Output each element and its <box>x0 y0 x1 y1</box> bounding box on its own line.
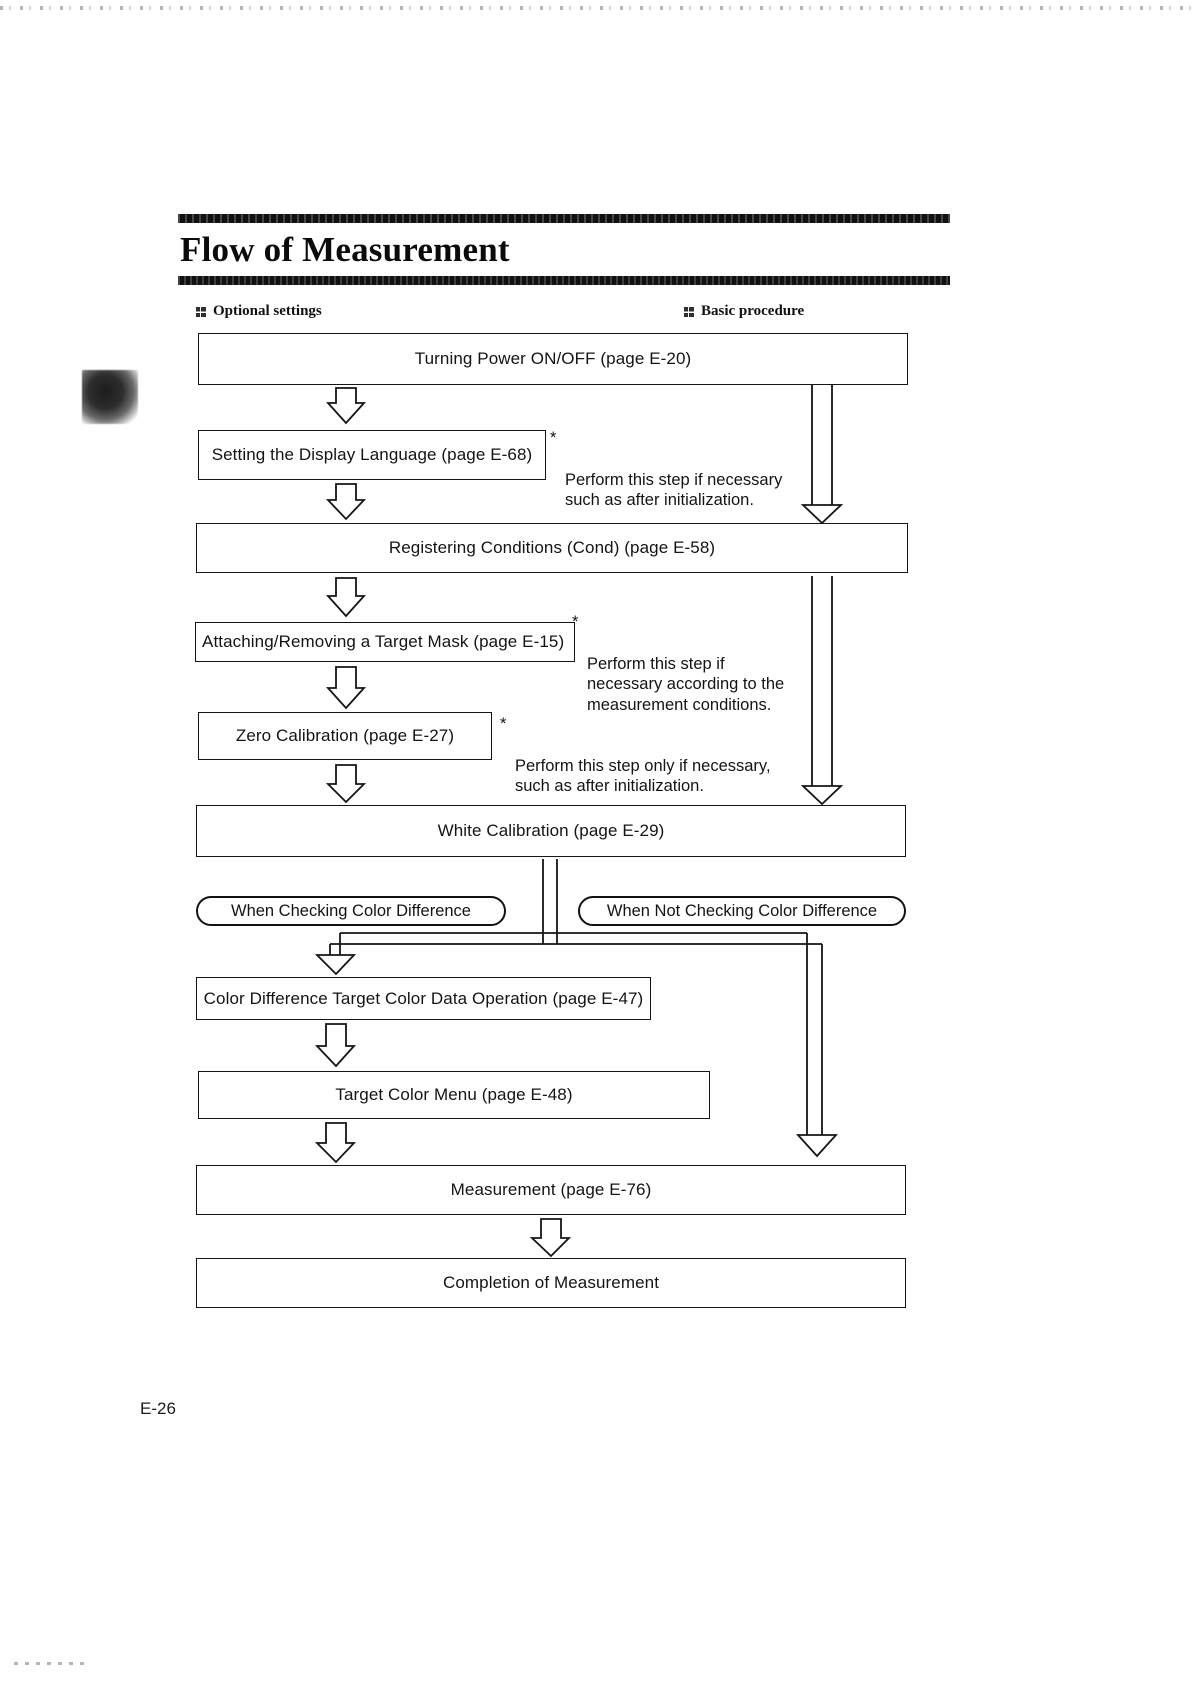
flow-node-measurement: Measurement (page E-76) <box>196 1165 906 1215</box>
note-asterisk: * <box>572 613 579 631</box>
flow-node-registering-conditions: Registering Conditions (Cond) (page E-58… <box>196 523 908 573</box>
legend: Optional settings Basic procedure <box>196 303 912 323</box>
note-text: Perform this step only if necessary, suc… <box>515 756 771 796</box>
flow-node-label: Setting the Display Language (page E-68) <box>211 445 533 464</box>
scan-artifact-bottom <box>14 1662 84 1665</box>
arrow-down-icon <box>314 954 357 976</box>
legend-item-basic-procedure: Basic procedure <box>684 303 804 320</box>
note-asterisk: * <box>500 715 507 733</box>
note-zero-calibration: * Perform this step only if necessary, s… <box>500 714 820 818</box>
arrow-down-icon <box>325 387 367 425</box>
flow-node-label: Registering Conditions (Cond) (page E-58… <box>388 538 716 557</box>
arrow-down-icon <box>529 1218 572 1258</box>
flow-branch-label: When Not Checking Color Difference <box>606 901 878 920</box>
note-asterisk: * <box>550 429 557 447</box>
page-number: E-26 <box>140 1399 176 1418</box>
flow-node-turning-power: Turning Power ON/OFF (page E-20) <box>198 333 908 385</box>
flow-branch-when-checking-color-difference: When Checking Color Difference <box>196 896 506 926</box>
flow-node-setting-display-language: Setting the Display Language (page E-68) <box>198 430 546 480</box>
arrow-down-icon <box>800 785 844 806</box>
arrow-down-icon <box>795 1134 839 1158</box>
flow-node-label: Color Difference Target Color Data Opera… <box>203 988 644 1008</box>
section-header: Flow of Measurement <box>178 214 950 286</box>
flow-node-label: Target Color Menu (page E-48) <box>335 1085 573 1104</box>
flow-node-label: Zero Calibration (page E-27) <box>235 726 455 745</box>
arrow-down-icon <box>314 1023 357 1068</box>
arrow-down-icon <box>325 483 367 521</box>
flow-node-label: White Calibration (page E-29) <box>437 821 665 840</box>
filled-square-icon <box>684 306 694 317</box>
legend-item-optional-settings: Optional settings <box>196 303 322 320</box>
arrow-down-icon <box>314 1122 357 1164</box>
arrow-down-icon <box>800 504 844 525</box>
arrow-down-icon <box>325 577 367 618</box>
legend-label-optional: Optional settings <box>213 303 322 319</box>
note-text: Perform this step if necessary according… <box>587 654 785 715</box>
flow-branch-when-not-checking-color-difference: When Not Checking Color Difference <box>578 896 906 926</box>
note-text: Perform this step if necessary such as a… <box>565 470 783 510</box>
flow-node-attaching-removing-target-mask: Attaching/Removing a Target Mask (page E… <box>195 622 575 662</box>
arrow-down-icon <box>325 764 367 804</box>
filled-square-icon <box>196 306 206 317</box>
header-rule-top <box>178 214 950 223</box>
flow-branch-label: When Checking Color Difference <box>231 901 471 920</box>
legend-label-basic: Basic procedure <box>701 303 805 319</box>
arrow-down-icon <box>325 666 367 710</box>
note-attaching-removing-target-mask: * Perform this step if necessary accordi… <box>572 612 822 737</box>
scan-artifact-smudge <box>82 370 138 424</box>
header-rule-bottom <box>178 276 950 286</box>
flow-node-label: Measurement (page E-76) <box>450 1180 652 1199</box>
page-title: Flow of Measurement <box>180 230 510 269</box>
flow-node-label: Completion of Measurement <box>442 1273 660 1292</box>
flow-node-white-calibration: White Calibration (page E-29) <box>196 805 906 857</box>
note-setting-display-language: * Perform this step if necessary such as… <box>550 428 830 532</box>
flow-node-target-color-data-operation: Color Difference Target Color Data Opera… <box>196 977 651 1020</box>
flow-node-label: Attaching/Removing a Target Mask (page E… <box>202 632 565 651</box>
flow-node-zero-calibration: Zero Calibration (page E-27) <box>198 712 492 760</box>
scan-artifact-top <box>0 6 1198 10</box>
flow-node-target-color-menu: Target Color Menu (page E-48) <box>198 1071 710 1119</box>
flow-node-completion-of-measurement: Completion of Measurement <box>196 1258 906 1308</box>
flow-node-label: Turning Power ON/OFF (page E-20) <box>414 349 692 368</box>
